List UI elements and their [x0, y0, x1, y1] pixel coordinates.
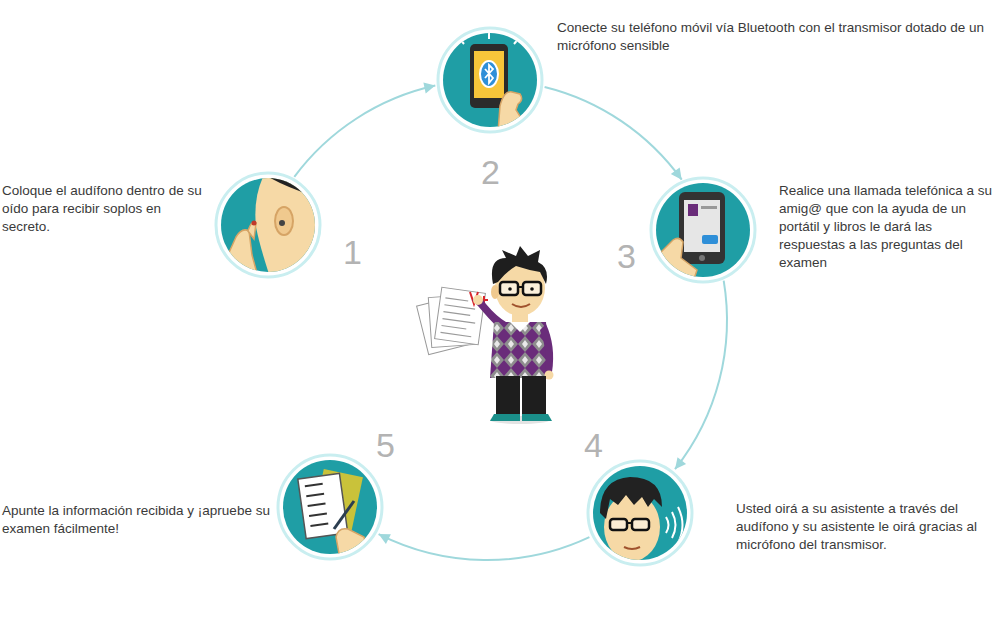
step-circle: 5Apunte la información recibida y ¡aprue…: [280, 457, 380, 557]
step-description: Realice una llamada telefónica a su amig…: [779, 182, 995, 272]
arrow-head: [675, 457, 686, 469]
step-circle: 1Coloque el audífono dentro de su oído p…: [218, 175, 318, 275]
arc-line: [379, 534, 590, 560]
student-figure: [417, 246, 554, 424]
call-phone-icon: [651, 178, 755, 282]
step-number: 4: [584, 427, 603, 463]
arc-line: [545, 87, 682, 180]
step-circle: 3Realice una llamada telefónica a su ami…: [653, 180, 753, 280]
answer-sheet-icon: [278, 455, 382, 559]
arrow-head: [423, 83, 435, 94]
step-circle: 4Usted oirá a su asistente a través del …: [590, 463, 690, 563]
step-description: Usted oirá a su asistente a través del a…: [736, 500, 994, 554]
exam-papers: [417, 287, 488, 354]
bluetooth-phone-icon: [438, 28, 542, 132]
step-description: Coloque el audífono dentro de su oído pa…: [2, 182, 207, 236]
cycle-arrow: [294, 83, 435, 177]
arc-line: [294, 86, 435, 177]
cycle-arrow: [675, 281, 727, 470]
step-circle: 2Conecte su teléfono móvil vía Bluetooth…: [440, 30, 540, 130]
step-description: Conecte su teléfono móvil vía Bluetooth …: [557, 19, 989, 55]
step-description: Apunte la información recibida y ¡aprueb…: [2, 502, 270, 538]
cycle-arrow: [545, 87, 682, 180]
step-number: 1: [343, 234, 362, 270]
ear-icon: [216, 173, 320, 277]
listening-face-icon: [588, 461, 692, 565]
step-number: 5: [376, 427, 395, 463]
arrow-head: [379, 534, 391, 544]
arc-line: [675, 281, 727, 470]
step-number: 3: [617, 238, 636, 274]
step-number: 2: [481, 154, 500, 190]
cycle-arrow: [379, 534, 590, 560]
arrow-head: [671, 168, 682, 180]
